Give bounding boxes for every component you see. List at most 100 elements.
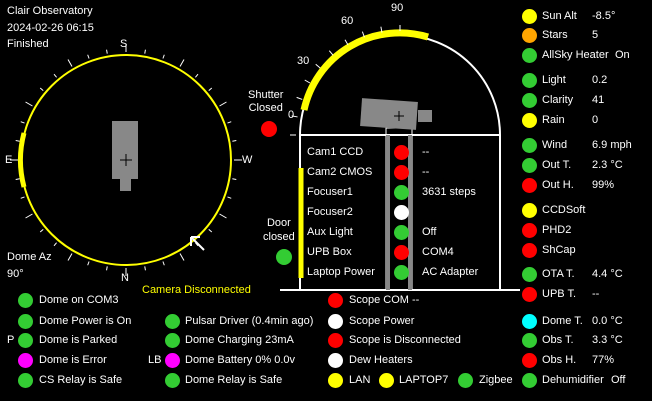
equipment-value: COM4 — [422, 246, 454, 258]
compass-west: W — [242, 154, 253, 166]
equipment-status-dot[interactable] — [394, 265, 409, 280]
status-label: Dew Heaters — [349, 354, 413, 366]
equipment-value: 3631 steps — [422, 186, 476, 198]
compass-tick — [53, 73, 57, 78]
weather-label: Sun Alt — [542, 10, 577, 22]
weather-label: Stars — [542, 29, 568, 41]
weather-value: 0 — [592, 114, 599, 126]
telescope-side-view — [360, 98, 418, 130]
compass-east: E — [5, 154, 13, 166]
weather-status-dot[interactable] — [522, 373, 537, 388]
altitude-tick — [304, 79, 311, 84]
equipment-name: Cam1 CCD — [307, 146, 364, 158]
compass-tick — [87, 54, 90, 59]
weather-value: 6.9 mph — [592, 139, 632, 151]
weather-status-dot[interactable] — [522, 28, 537, 43]
shutter-arc — [300, 29, 430, 111]
dome-az-value: 90° — [7, 268, 24, 280]
compass-tick — [162, 54, 165, 59]
dome-compass — [10, 44, 242, 276]
equipment-value: AC Adapter — [422, 266, 479, 278]
compass-tick — [20, 121, 25, 124]
weather-status-dot[interactable] — [522, 93, 537, 108]
compass-tick — [106, 266, 108, 271]
compass-tick — [67, 59, 73, 67]
camera-status: Camera Disconnected — [142, 284, 251, 296]
altitude-tick — [344, 39, 349, 46]
dome-side-view — [280, 25, 520, 291]
compass-tick — [219, 101, 227, 107]
weather-status-dot[interactable] — [522, 9, 537, 24]
weather-status-dot[interactable] — [522, 203, 537, 218]
compass-tick — [25, 101, 33, 107]
weather-status-dot[interactable] — [522, 158, 537, 173]
status-label: Dome on COM3 — [39, 294, 119, 306]
weather-status-dot[interactable] — [522, 353, 537, 368]
status-label: Pulsar Driver (0.4min ago) — [185, 315, 314, 327]
equipment-name: Focuser1 — [307, 186, 353, 198]
status-dot[interactable] — [18, 373, 33, 388]
status-dot[interactable] — [328, 333, 343, 348]
equipment-status-dot[interactable] — [394, 185, 409, 200]
weather-label: Rain — [542, 114, 565, 126]
door-status-indicator[interactable] — [276, 249, 292, 265]
equipment-name: Aux Light — [307, 226, 353, 238]
weather-label: Out T. — [542, 159, 572, 171]
status-dot[interactable] — [165, 373, 180, 388]
network-dot[interactable] — [458, 373, 473, 388]
weather-value: -8.5° — [592, 10, 616, 22]
weather-status-dot[interactable] — [522, 287, 537, 302]
weather-value: 5 — [592, 29, 599, 41]
compass-tick — [144, 266, 146, 271]
weather-value: -- — [592, 288, 600, 300]
weather-status-dot[interactable] — [522, 267, 537, 282]
alt-label-90: 90 — [391, 2, 404, 14]
weather-label: Dehumidifier — [542, 374, 604, 386]
status-dot[interactable] — [165, 333, 180, 348]
compass-tick — [39, 229, 44, 233]
status-dot[interactable] — [18, 353, 33, 368]
weather-value: On — [615, 49, 630, 61]
weather-label: Wind — [542, 139, 568, 151]
weather-value: 4.4 °C — [592, 268, 623, 280]
network-dot[interactable] — [379, 373, 394, 388]
status-dot[interactable] — [328, 314, 343, 329]
weather-value: 0.0 °C — [592, 315, 623, 327]
weather-status-dot[interactable] — [522, 48, 537, 63]
weather-value: 2.3 °C — [592, 159, 623, 171]
equipment-status-dot[interactable] — [394, 205, 409, 220]
compass-tick — [227, 121, 232, 124]
compass-tick — [179, 59, 185, 67]
compass-tick — [20, 196, 25, 199]
status-dot[interactable] — [328, 293, 343, 308]
dome-position-arc — [18, 132, 27, 188]
weather-status-dot[interactable] — [522, 333, 537, 348]
compass-tick — [219, 213, 227, 219]
weather-status-dot[interactable] — [522, 243, 537, 258]
status-dot[interactable] — [18, 333, 33, 348]
network-dot[interactable] — [328, 373, 343, 388]
weather-status-dot[interactable] — [522, 113, 537, 128]
status-dot[interactable] — [18, 293, 33, 308]
compass-tick — [53, 242, 57, 247]
equipment-status-dot[interactable] — [394, 225, 409, 240]
weather-status-dot[interactable] — [522, 314, 537, 329]
compass-tick — [144, 49, 146, 54]
weather-status-dot[interactable] — [522, 178, 537, 193]
weather-status-dot[interactable] — [522, 223, 537, 238]
equipment-name: Laptop Power — [307, 266, 375, 278]
weather-status-dot[interactable] — [522, 73, 537, 88]
status-dot[interactable] — [165, 314, 180, 329]
weather-label: Clarity — [542, 94, 574, 106]
shutter-status-indicator[interactable] — [261, 121, 277, 137]
compass-south: S — [120, 38, 128, 50]
status-dot[interactable] — [165, 353, 180, 368]
weather-status-dot[interactable] — [522, 138, 537, 153]
equipment-status-dot[interactable] — [394, 245, 409, 260]
equipment-status-dot[interactable] — [394, 145, 409, 160]
equipment-status-dot[interactable] — [394, 165, 409, 180]
status-dot[interactable] — [18, 314, 33, 329]
weather-label: Light — [542, 74, 566, 86]
status-dot[interactable] — [328, 353, 343, 368]
